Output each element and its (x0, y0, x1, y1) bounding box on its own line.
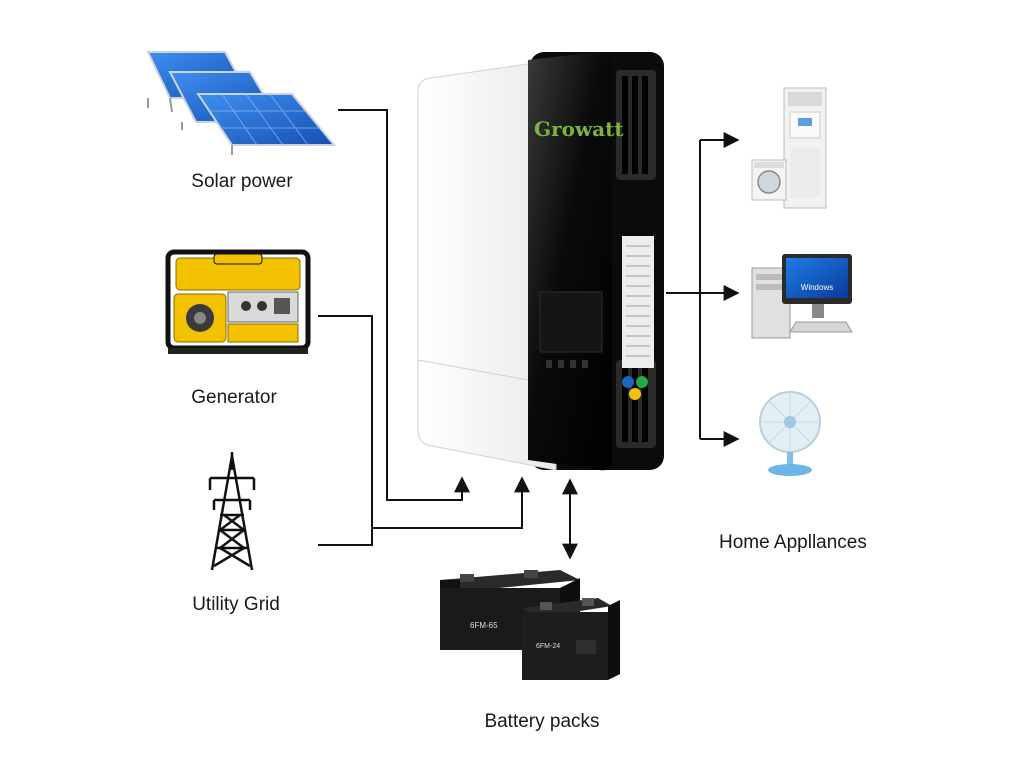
inverter-brand: Growatt (534, 117, 624, 141)
solar-label: Solar power (191, 171, 293, 192)
hybrid-inverter-icon: Growatt (417, 52, 664, 471)
appliances-label: Home Appllances (719, 532, 867, 553)
indicator-green-icon (636, 376, 648, 388)
power-tower-icon (208, 452, 256, 571)
grid-connection-line (318, 476, 530, 546)
desktop-computer-icon: Windows (751, 254, 853, 339)
solar-connection-line (338, 109, 470, 501)
grid-label: Utility Grid (192, 594, 280, 615)
solar-panel-icon (146, 51, 337, 155)
generator-connection-line (318, 315, 373, 528)
connection-lines (318, 109, 740, 560)
indicator-yellow-icon (629, 388, 641, 400)
generator-icon (165, 249, 311, 354)
monitor-text: Windows (801, 283, 833, 292)
air-conditioner-washer-icon (751, 87, 827, 209)
battery-small-mark: 6FM-24 (536, 643, 560, 650)
generator-label: Generator (191, 387, 277, 408)
battery-icon: 6FM-65 6FM-24 (440, 570, 620, 680)
indicator-blue-icon (622, 376, 634, 388)
electric-fan-icon (759, 391, 821, 476)
battery-label: Battery packs (484, 711, 599, 732)
battery-large-mark: 6FM-65 (470, 621, 498, 630)
